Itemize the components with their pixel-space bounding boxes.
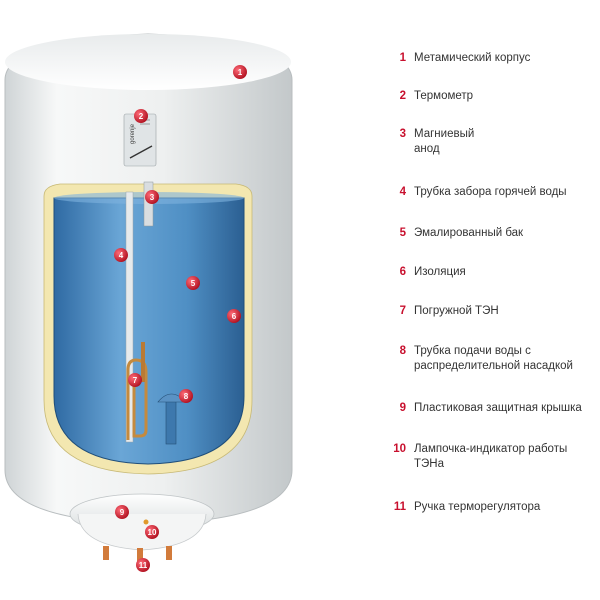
svg-text:8: 8 bbox=[184, 392, 189, 401]
legend-number: 4 bbox=[384, 185, 406, 200]
legend-label: Термометр bbox=[414, 89, 600, 104]
svg-text:6: 6 bbox=[232, 312, 237, 321]
pipe-connector-left bbox=[103, 546, 109, 560]
svg-text:2: 2 bbox=[139, 112, 144, 121]
svg-text:5: 5 bbox=[191, 279, 196, 288]
legend-label: Трубка подачи воды с распределительной н… bbox=[414, 344, 589, 374]
callout-marker-2: 2 bbox=[134, 109, 148, 123]
callout-marker-11: 11 bbox=[136, 558, 150, 572]
callout-marker-3: 3 bbox=[145, 190, 159, 204]
legend-number: 3 bbox=[384, 127, 406, 142]
callout-marker-9: 9 bbox=[115, 505, 129, 519]
svg-text:7: 7 bbox=[133, 376, 138, 385]
legend-number: 2 bbox=[384, 89, 406, 104]
legend-label: Ручка терморегулятора bbox=[414, 500, 600, 515]
legend-number: 6 bbox=[384, 265, 406, 280]
legend-label: Трубка забора горячей воды bbox=[414, 185, 600, 200]
svg-text:4: 4 bbox=[119, 251, 124, 260]
legend-label: Метамический корпус bbox=[414, 51, 600, 66]
svg-text:11: 11 bbox=[139, 561, 148, 570]
legend-number: 1 bbox=[384, 51, 406, 66]
legend-number: 5 bbox=[384, 226, 406, 241]
callout-marker-10: 10 bbox=[145, 525, 159, 539]
svg-text:1: 1 bbox=[238, 68, 243, 77]
brand-logo: gorenje bbox=[130, 123, 136, 144]
legend-label: Изоляция bbox=[414, 265, 600, 280]
legend-label: Магниевый анод bbox=[414, 127, 494, 157]
magnesium-anode bbox=[144, 182, 153, 226]
legend: 1 Метамический корпус 2 Термометр 3 Магн… bbox=[384, 0, 600, 600]
indicator-lamp bbox=[144, 520, 149, 525]
legend-number: 10 bbox=[384, 442, 406, 457]
pipe-connector-right bbox=[166, 546, 172, 560]
heater-top bbox=[5, 34, 291, 90]
enamel-tank bbox=[54, 198, 244, 464]
legend-number: 7 bbox=[384, 304, 406, 319]
legend-number: 8 bbox=[384, 344, 406, 359]
svg-text:3: 3 bbox=[150, 193, 155, 202]
callout-marker-6: 6 bbox=[227, 309, 241, 323]
inlet-pipe bbox=[166, 400, 176, 444]
callout-marker-4: 4 bbox=[114, 248, 128, 262]
legend-label: Лампочка-индикатор работы ТЭНа bbox=[414, 442, 594, 472]
legend-number: 9 bbox=[384, 401, 406, 416]
legend-label: Эмалированный бак bbox=[414, 226, 600, 241]
callout-marker-8: 8 bbox=[179, 389, 193, 403]
svg-text:10: 10 bbox=[148, 528, 157, 537]
legend-label: Пластиковая защитная крышка bbox=[414, 401, 600, 416]
legend-number: 11 bbox=[384, 500, 406, 515]
callout-marker-7: 7 bbox=[128, 373, 142, 387]
legend-label: Погружной ТЭН bbox=[414, 304, 600, 319]
svg-text:9: 9 bbox=[120, 508, 125, 517]
callout-marker-1: 1 bbox=[233, 65, 247, 79]
callout-marker-5: 5 bbox=[186, 276, 200, 290]
